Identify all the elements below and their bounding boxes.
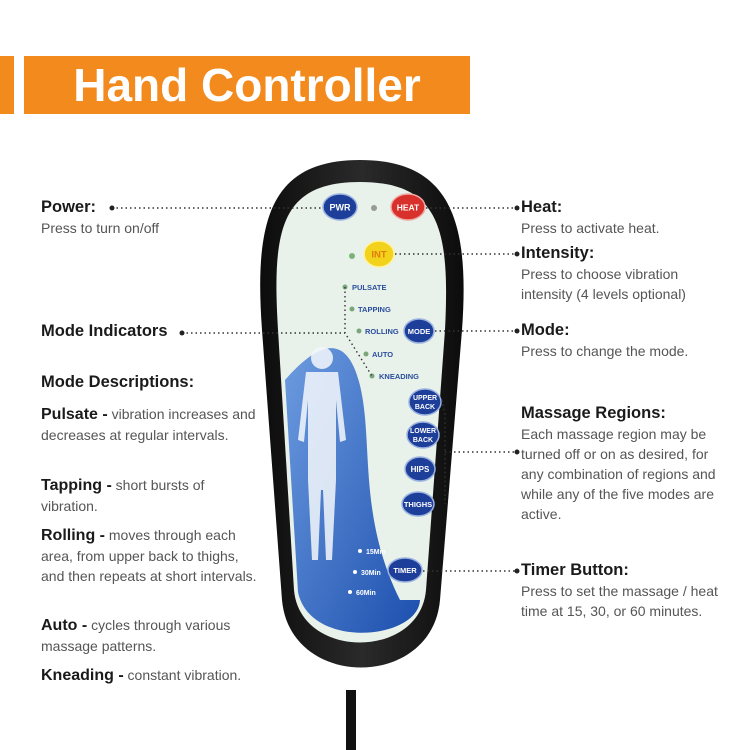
intensity-callout: Intensity: Press to choose vibration int… [521, 243, 721, 304]
heat-desc: Press to activate heat. [521, 220, 660, 236]
mode-desc-auto: Auto - cycles through various massage pa… [41, 615, 261, 656]
svg-text:LOWER: LOWER [410, 428, 436, 435]
heat-button[interactable]: HEAT [390, 193, 426, 221]
banner-title: Hand Controller [24, 56, 470, 114]
mode-text: constant vibration. [123, 667, 242, 683]
int-button[interactable]: INT [363, 240, 395, 268]
mode-text: short bursts of vibration. [41, 477, 205, 514]
timer-title: Timer Button: [521, 561, 629, 579]
regions-callout: Massage Regions: Each massage region may… [521, 403, 726, 524]
svg-text:HIPS: HIPS [411, 465, 430, 474]
svg-text:TIMER: TIMER [393, 566, 417, 575]
regions-desc: Each massage region may be turned off or… [521, 426, 716, 522]
power-callout: Power: Press to turn on/off [41, 197, 159, 238]
banner-accent-bar [0, 56, 14, 114]
time-label-15: 15Min [366, 549, 386, 556]
mode-label-auto: AUTO [372, 350, 393, 359]
svg-text:PWR: PWR [330, 203, 351, 213]
lower-back-button[interactable]: LOWER BACK [406, 421, 440, 449]
mode-label-pulsate: PULSATE [352, 283, 386, 292]
timer-desc: Press to set the massage / heat time at … [521, 583, 718, 619]
svg-text:BACK: BACK [413, 437, 433, 444]
svg-text:HEAT: HEAT [397, 203, 420, 213]
mode-name: Rolling - [41, 527, 105, 544]
mode-label-kneading: KNEADING [379, 372, 419, 381]
mode-name: Auto - [41, 617, 88, 634]
mode-desc-pulsate: Pulsate - vibration increases and decrea… [41, 404, 261, 445]
pwr-button[interactable]: PWR [322, 193, 358, 221]
upper-back-button[interactable]: UPPER BACK [408, 388, 442, 416]
svg-text:INT: INT [371, 250, 387, 261]
mode-callout: Mode: Press to change the mode. [521, 320, 731, 361]
mode-label-rolling: ROLLING [365, 327, 399, 336]
power-desc: Press to turn on/off [41, 220, 160, 236]
mode-desc-tapping: Tapping - short bursts of vibration. [41, 475, 261, 516]
time-label-60: 60Min [356, 590, 376, 597]
body-figure [298, 347, 346, 560]
mode-name: Pulsate - [41, 406, 108, 423]
mode-text: cycles through various massage patterns. [41, 617, 231, 654]
mode-button[interactable]: MODE [403, 318, 435, 344]
mode-title: Mode: [521, 321, 570, 339]
heat-title: Heat: [521, 198, 563, 216]
intensity-title: Intensity: [521, 244, 595, 262]
mode-text: moves through each area, from upper back… [41, 527, 257, 584]
time-label-30: 30Min [361, 570, 381, 577]
svg-text:THIGHS: THIGHS [404, 500, 432, 509]
svg-text:BACK: BACK [415, 404, 435, 411]
intensity-desc: Press to choose vibration intensity (4 l… [521, 266, 686, 302]
hips-button[interactable]: HIPS [404, 456, 436, 482]
mode-desc-rolling: Rolling - moves through each area, from … [41, 525, 261, 586]
cable [346, 690, 356, 750]
mode-desc: Press to change the mode. [521, 343, 689, 359]
timer-button[interactable]: TIMER [387, 557, 423, 583]
mode-text: vibration increases and decreases at reg… [41, 406, 256, 443]
regions-title: Massage Regions: [521, 404, 666, 422]
mode-indicators-title: Mode Indicators [41, 322, 168, 340]
mode-name: Kneading - [41, 667, 124, 684]
thighs-button[interactable]: THIGHS [401, 491, 435, 517]
power-title: Power: [41, 198, 97, 216]
mode-desc-kneading: Kneading - constant vibration. [41, 665, 281, 686]
svg-text:MODE: MODE [408, 327, 431, 336]
svg-text:UPPER: UPPER [413, 395, 437, 402]
heat-callout: Heat: Press to activate heat. [521, 197, 731, 238]
mode-label-tapping: TAPPING [358, 305, 391, 314]
mode-name: Tapping - [41, 477, 112, 494]
timer-callout: Timer Button: Press to set the massage /… [521, 560, 731, 621]
mode-descriptions-title: Mode Descriptions: [41, 373, 195, 391]
